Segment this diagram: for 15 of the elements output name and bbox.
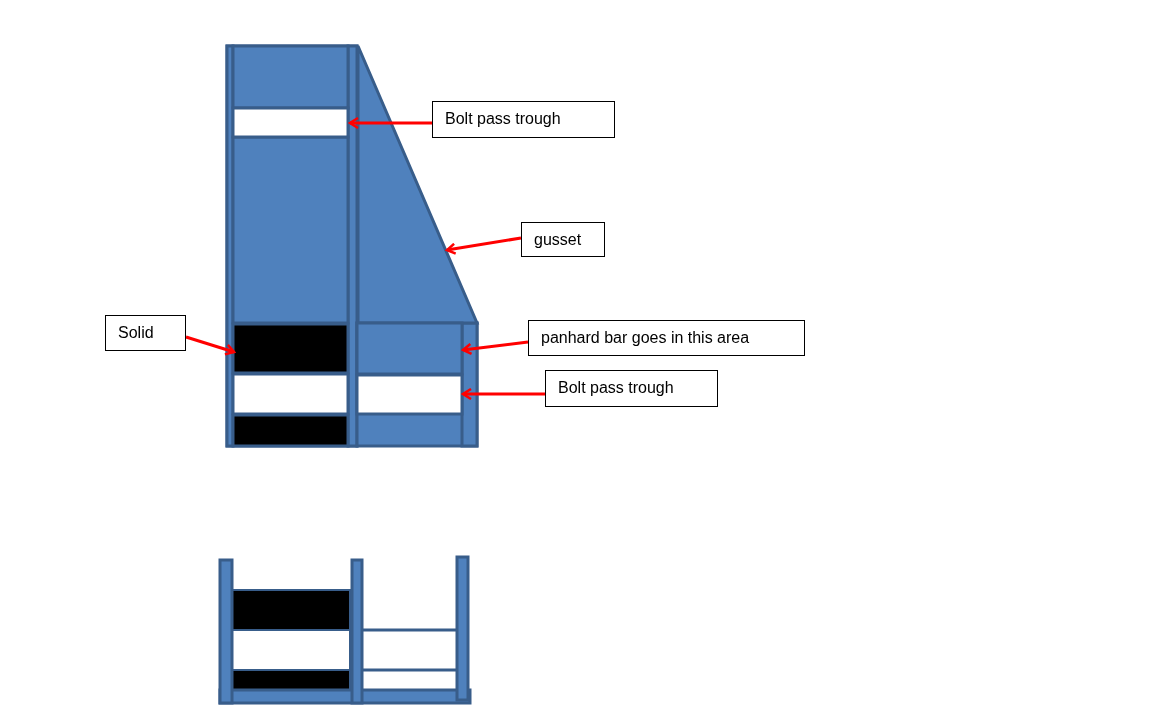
leader-arrow: [461, 387, 545, 401]
callout-label: panhard bar goes in this area: [528, 320, 805, 356]
gusset-plate: [356, 44, 480, 325]
leader-arrow: [461, 340, 529, 356]
leader-arrow: [445, 236, 522, 255]
bolt-slot: [231, 106, 350, 139]
leader-arrow: [185, 335, 236, 356]
callout-label: Solid: [105, 315, 186, 351]
bolt-slot: [355, 373, 464, 416]
callout-label: Bolt pass trough: [432, 101, 615, 138]
panhard-area: [355, 321, 464, 376]
solid-block: [231, 322, 350, 375]
callout-label: Bolt pass trough: [545, 370, 718, 407]
callout-label: gusset: [521, 222, 605, 257]
leader-arrow: [348, 116, 432, 130]
